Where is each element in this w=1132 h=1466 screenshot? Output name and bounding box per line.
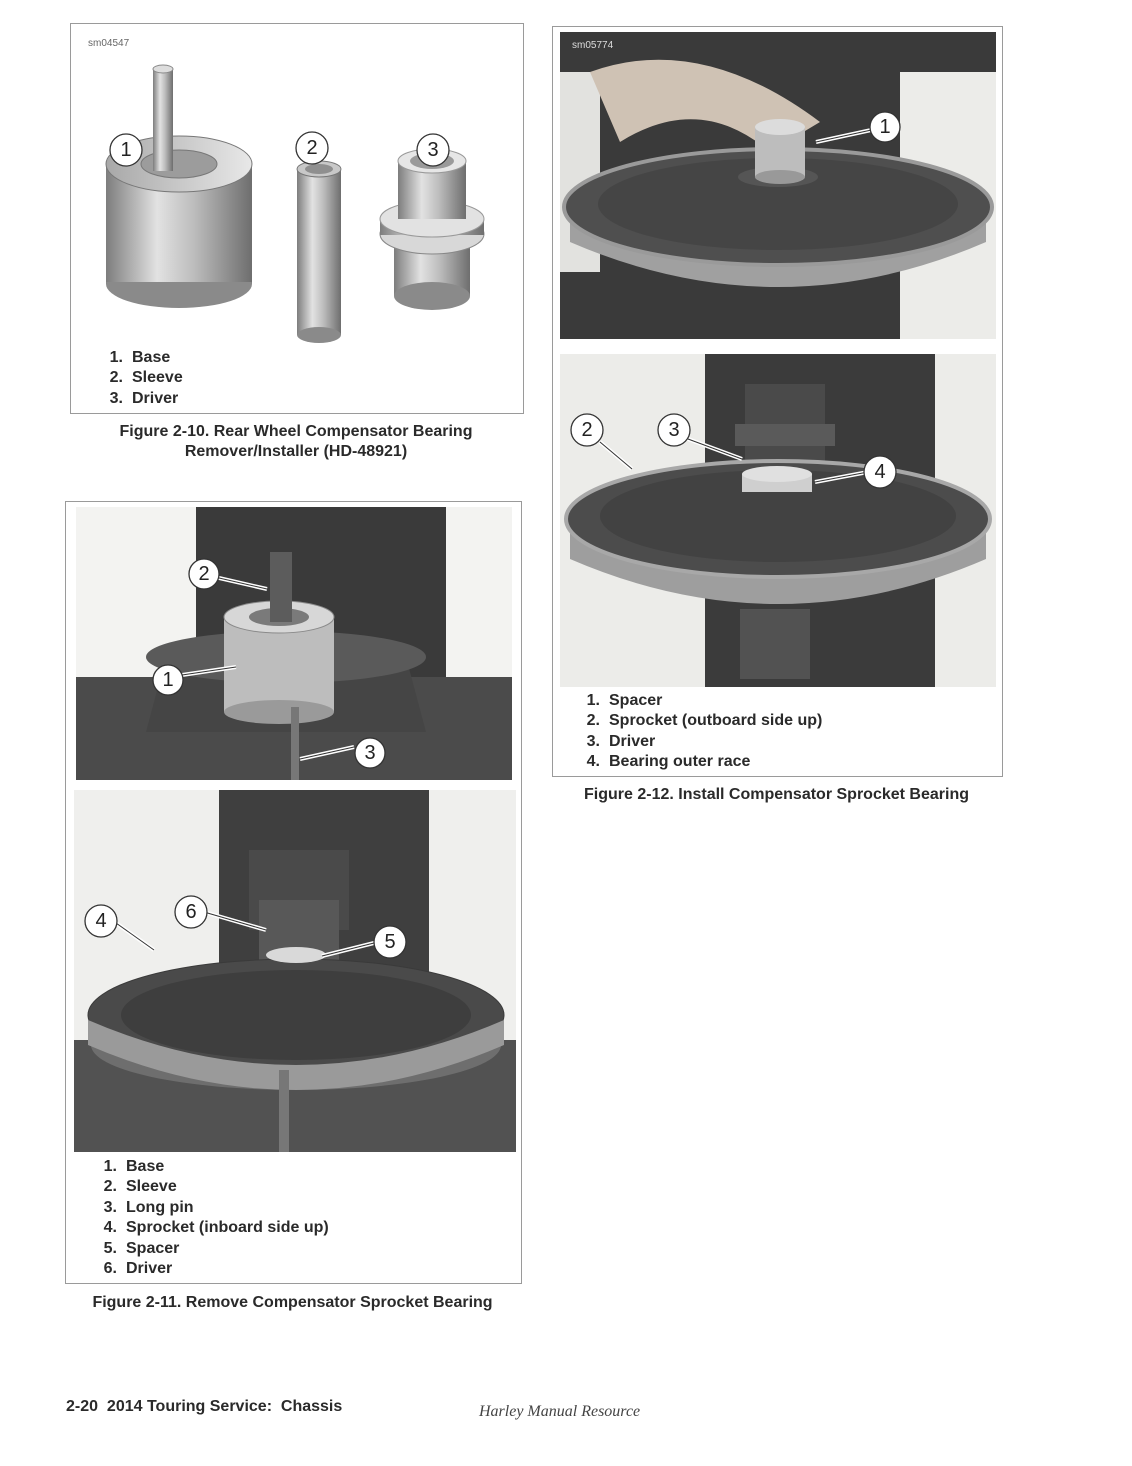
legend-item: 4.Sprocket (inboard side up) (103, 1219, 329, 1237)
figure-2-12-box: sm05774 1 (552, 26, 1003, 777)
svg-text:6: 6 (185, 901, 196, 923)
figure-legend: 1.Base 2.Sleeve 3.Long pin 4.Sprocket (i… (87, 1157, 329, 1279)
svg-text:3: 3 (427, 139, 438, 161)
svg-text:1: 1 (879, 116, 890, 138)
legend-item: 1.Base (103, 1158, 165, 1175)
photo-install-bearing-bottom: 2 3 4 (560, 354, 996, 687)
svg-text:1: 1 (120, 139, 131, 161)
legend-item: 2.Sprocket (outboard side up) (586, 712, 823, 730)
photo-remove-bearing-top: 2 1 3 (76, 507, 512, 780)
figure-caption: Figure 2-11. Remove Compensator Sprocket… (92, 1294, 493, 1311)
figure-2-11-box: sm05773 2 1 3 (65, 501, 522, 1284)
watermark-text: Harley Manual Resource (479, 1403, 641, 1420)
svg-text:2: 2 (581, 419, 592, 441)
callout-3: 3 (416, 133, 450, 167)
legend-item: 4.Bearing outer race (586, 753, 751, 771)
callout-4: 4 (84, 904, 118, 938)
callout-4: 4 (863, 455, 897, 489)
figure-caption: Figure 2-10. Rear Wheel Compensator Bear… (119, 423, 473, 460)
callout-2: 2 (295, 131, 329, 165)
photo-remove-bearing-bottom: 4 6 5 (74, 790, 516, 1152)
legend-item: 5.Spacer (103, 1239, 180, 1257)
callout-1: 1 (109, 133, 143, 167)
callout-1: 1 (152, 664, 184, 696)
callout-3: 3 (354, 737, 386, 769)
svg-text:4: 4 (95, 910, 106, 932)
legend-item: 2.Sleeve (103, 1178, 177, 1196)
figure-code: sm04547 (88, 38, 130, 49)
legend-item: 3.Driver (586, 732, 656, 750)
driver-tool-drawing (379, 148, 485, 310)
legend-item: 6.Driver (103, 1259, 173, 1277)
legend-item: 3.Driver (109, 389, 179, 407)
callout-1: 1 (869, 111, 901, 143)
legend-item: 3.Long pin (103, 1198, 194, 1216)
callout-5: 5 (373, 925, 407, 959)
svg-text:2: 2 (306, 137, 317, 159)
figure-caption: Figure 2-12. Install Compensator Sprocke… (584, 786, 969, 803)
callout-2: 2 (188, 558, 220, 590)
photo-install-bearing-top: 1 (560, 32, 996, 339)
svg-text:1: 1 (162, 669, 173, 691)
figure-code: sm05774 (572, 40, 614, 51)
svg-text:4: 4 (874, 461, 885, 483)
callout-6: 6 (174, 895, 208, 929)
legend-item: 1.Base (109, 349, 171, 366)
sleeve-tool-drawing (296, 160, 342, 343)
svg-text:3: 3 (668, 419, 679, 441)
callout-3: 3 (657, 413, 691, 447)
figure-legend: 1.Base 2.Sleeve 3.Driver (93, 348, 183, 409)
svg-text:2: 2 (198, 563, 209, 585)
callout-2: 2 (570, 413, 604, 447)
tool-illustration: 1 2 3 (91, 59, 511, 349)
base-tool-drawing (105, 64, 253, 308)
figure-legend: 1.Spacer 2.Sprocket (outboard side up) 3… (570, 691, 823, 773)
legend-item: 2.Sleeve (109, 369, 183, 387)
figure-2-10-box: sm04547 (70, 23, 524, 414)
svg-text:5: 5 (384, 931, 395, 953)
svg-text:3: 3 (364, 742, 375, 764)
legend-item: 1.Spacer (586, 692, 663, 709)
page-reference: 2-20 2014 Touring Service: Chassis (66, 1398, 343, 1415)
